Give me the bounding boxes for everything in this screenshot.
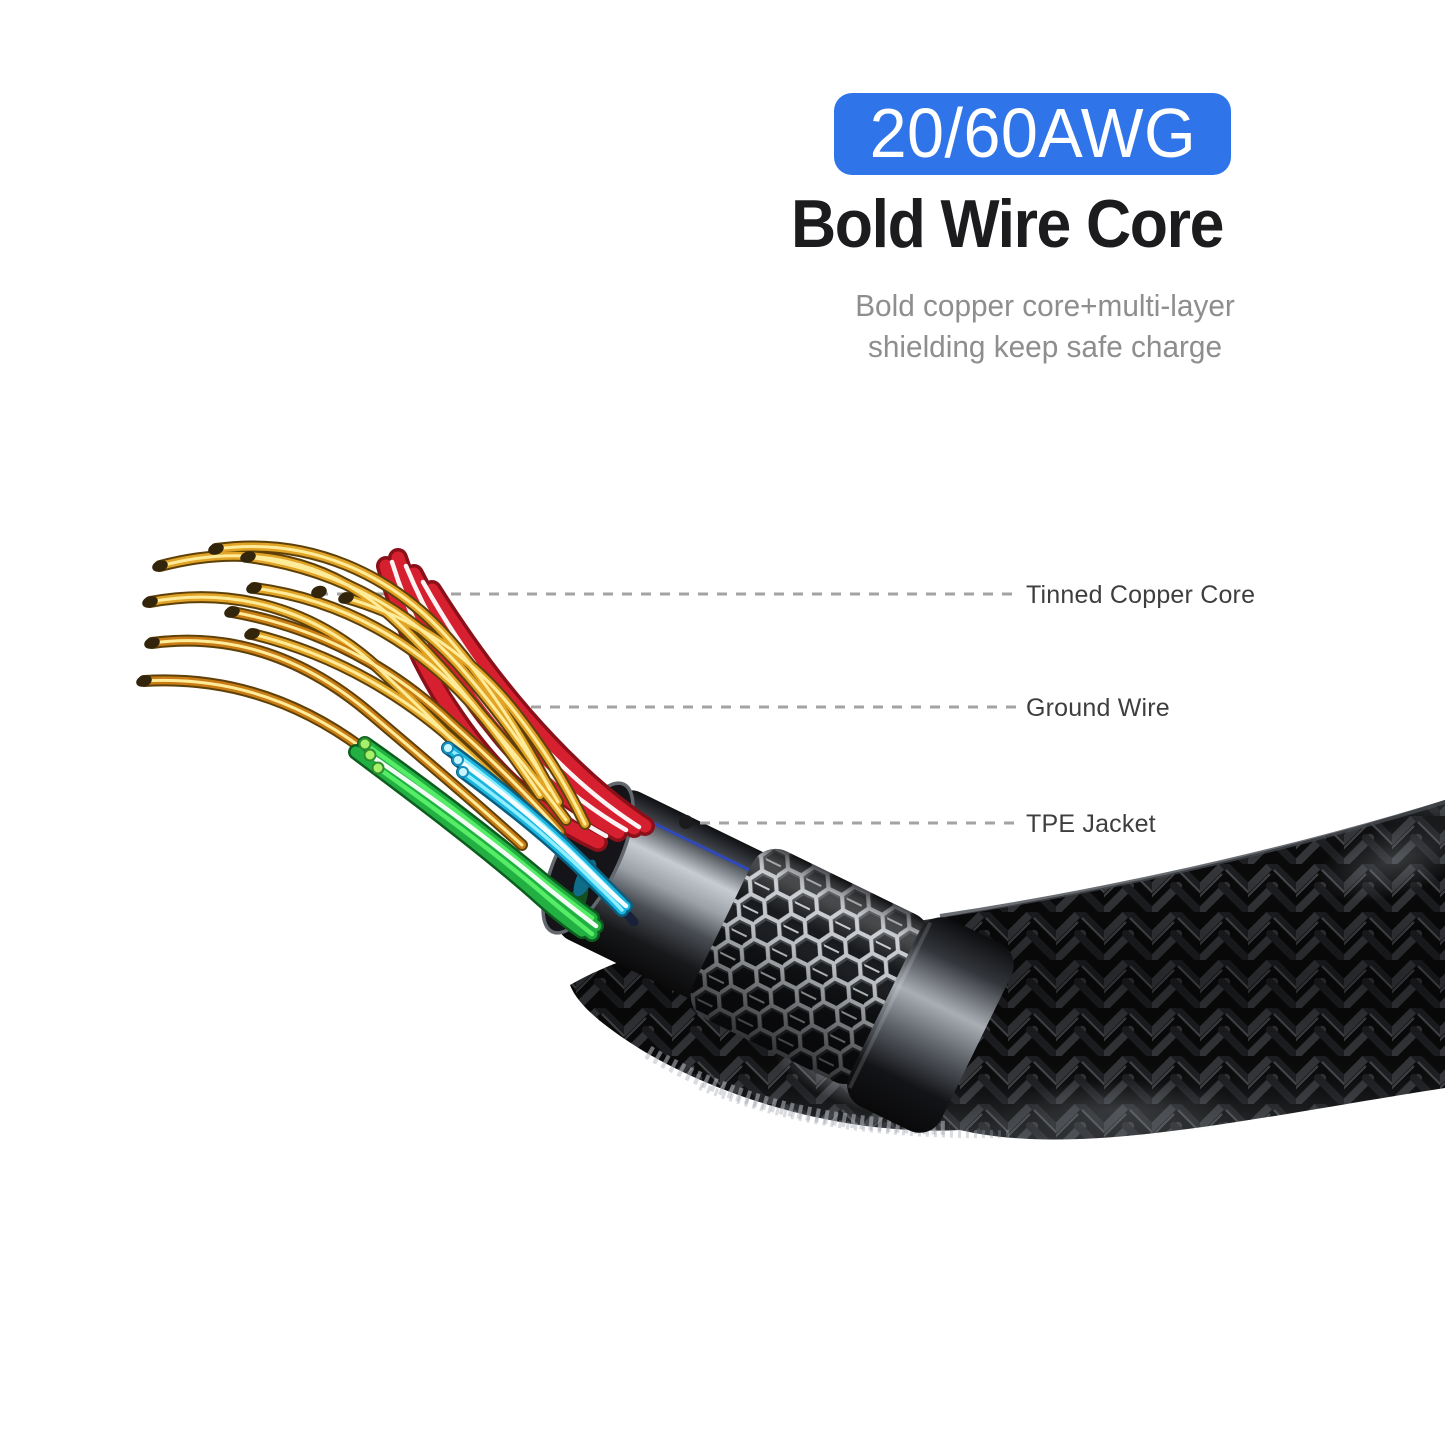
callout-labels: Tinned Copper Core Ground Wire TPE Jacke… bbox=[1026, 581, 1255, 838]
blue-wire-tips bbox=[442, 742, 469, 778]
callout-label-tinned-copper-core: Tinned Copper Core bbox=[1026, 581, 1255, 609]
awg-badge-label: 20/60AWG bbox=[869, 93, 1196, 172]
braid-strand-highlights bbox=[644, 1045, 951, 1135]
leader-lines-front bbox=[679, 815, 1016, 829]
braid-bottom-sheen bbox=[960, 1070, 1280, 1150]
copper-wire-tips bbox=[136, 543, 354, 687]
awg-badge: 20/60AWG bbox=[834, 93, 1231, 175]
subtitle-line-1: Bold copper core+multi-layer bbox=[855, 288, 1235, 323]
subtitle-line-2: shielding keep safe charge bbox=[867, 329, 1223, 364]
shield-mesh-and-collar bbox=[690, 848, 1014, 1133]
aluminum-shield-mesh bbox=[690, 848, 931, 1085]
copper-wire-tip-dot bbox=[311, 585, 327, 599]
page-title: Bold Wire Core bbox=[791, 186, 1224, 262]
braid-strand-highlights-2 bbox=[698, 1082, 1011, 1139]
green-wire-tips bbox=[358, 737, 385, 775]
tinned-copper-wires bbox=[136, 541, 585, 862]
callout-label-ground-wire: Ground Wire bbox=[1026, 694, 1170, 722]
callout-label-tpe-jacket: TPE Jacket bbox=[1026, 810, 1156, 838]
data-wires-green bbox=[356, 739, 596, 935]
tpe-jacket-anchor-dot bbox=[679, 815, 693, 829]
data-wires-blue bbox=[443, 743, 626, 910]
metal-collar bbox=[847, 917, 1014, 1133]
subtitle: Bold copper core+multi-layer shielding k… bbox=[661, 285, 1429, 367]
braid-top-edge bbox=[939, 800, 1445, 918]
